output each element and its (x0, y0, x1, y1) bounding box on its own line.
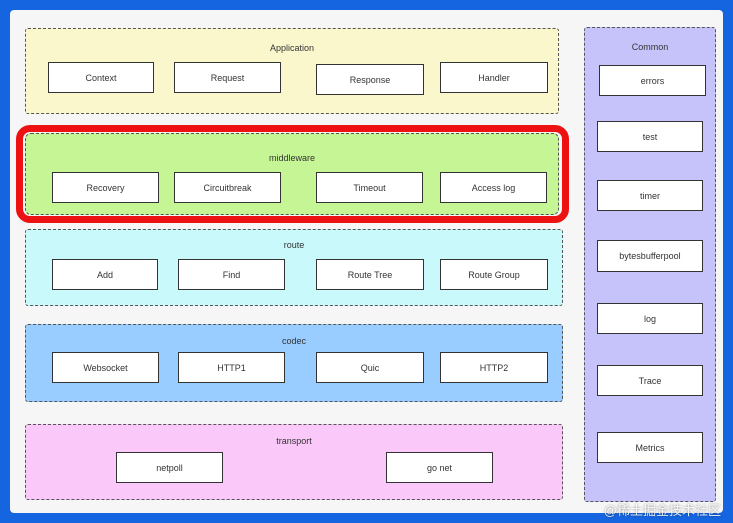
go-net-box: go net (386, 452, 493, 483)
context-box: Context (48, 62, 154, 93)
response-box: Response (316, 64, 424, 95)
route-group-box: Route Group (440, 259, 548, 290)
test-box: test (597, 121, 703, 152)
trace-box: Trace (597, 365, 703, 396)
route-layer: route Add Find Route Tree Route Group (25, 229, 563, 306)
metrics-box: Metrics (597, 432, 703, 463)
middleware-highlight-frame (16, 125, 569, 223)
find-box: Find (178, 259, 285, 290)
common-layer: Common errors test timer bytesbufferpool… (584, 27, 716, 502)
errors-box: errors (599, 65, 706, 96)
timeout-box: Timeout (316, 172, 423, 203)
request-box: Request (174, 62, 281, 93)
codec-layer-title: codec (281, 336, 307, 346)
route-layer-title: route (283, 240, 305, 250)
recovery-box: Recovery (52, 172, 159, 203)
netpoll-box: netpoll (116, 452, 223, 483)
codec-layer: codec Websocket HTTP1 Quic HTTP2 (25, 324, 563, 402)
transport-layer-title: transport (276, 436, 312, 446)
middleware-layer: middleware Recovery Circuitbreak Timeout… (25, 133, 559, 215)
diagram-canvas: Application Context Request Response Han… (10, 10, 723, 513)
handler-box: Handler (440, 62, 548, 93)
http1-box: HTTP1 (178, 352, 285, 383)
http2-box: HTTP2 (440, 352, 548, 383)
application-layer-title: Application (269, 43, 315, 53)
route-tree-box: Route Tree (316, 259, 424, 290)
application-layer: Application Context Request Response Han… (25, 28, 559, 114)
watermark: @稀土掘金技术社区 (603, 503, 721, 518)
access-log-box: Access log (440, 172, 547, 203)
middleware-layer-title: middleware (268, 153, 316, 163)
transport-layer: transport netpoll go net (25, 424, 563, 500)
bytesbufferpool-box: bytesbufferpool (597, 240, 703, 272)
quic-box: Quic (316, 352, 424, 383)
timer-box: timer (597, 180, 703, 211)
circuitbreak-box: Circuitbreak (174, 172, 281, 203)
add-box: Add (52, 259, 158, 290)
common-layer-title: Common (631, 42, 669, 52)
log-box: log (597, 303, 703, 334)
websocket-box: Websocket (52, 352, 159, 383)
